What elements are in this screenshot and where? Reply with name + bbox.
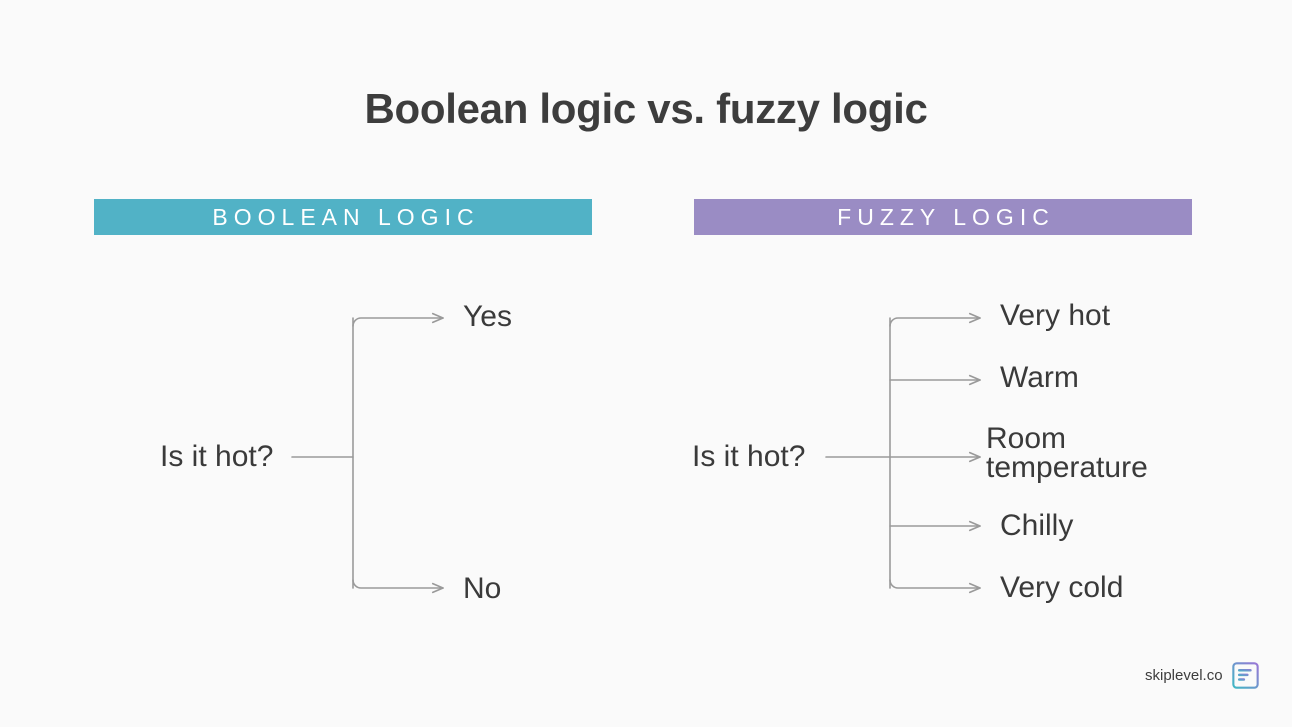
- fuzzy-leaf-room-temperature: Room temperature: [986, 422, 1148, 484]
- connector-left-branch-no: [352, 579, 444, 594]
- column-header-fuzzy-logic: FUZZY LOGIC: [694, 199, 1192, 235]
- fuzzy-leaf-chilly: Chilly: [1000, 509, 1074, 542]
- brand-name: skiplevel.co: [1145, 666, 1223, 684]
- boolean-leaf-no: No: [463, 572, 502, 605]
- fuzzy-leaf-very-cold: Very cold: [1000, 571, 1124, 604]
- fuzzy-leaf-very-hot: Very hot: [1000, 299, 1111, 332]
- boolean-leaf-yes: Yes: [463, 300, 512, 333]
- fuzzy-leaf-warm: Warm: [1000, 361, 1079, 394]
- footer-brand[interactable]: skiplevel.co: [1145, 662, 1259, 689]
- connector-right-branch-very-cold: [889, 579, 981, 594]
- document-lines-icon: [1231, 662, 1259, 689]
- page-title: Boolean logic vs. fuzzy logic: [364, 85, 928, 132]
- connector-right-branch-very-hot: [889, 312, 981, 327]
- fuzzy-root-node-label: Is it hot?: [692, 440, 806, 473]
- connector-left-branch-yes: [352, 312, 444, 327]
- column-header-boolean-logic: BOOLEAN LOGIC: [94, 199, 592, 235]
- boolean-root-node-label: Is it hot?: [160, 440, 274, 473]
